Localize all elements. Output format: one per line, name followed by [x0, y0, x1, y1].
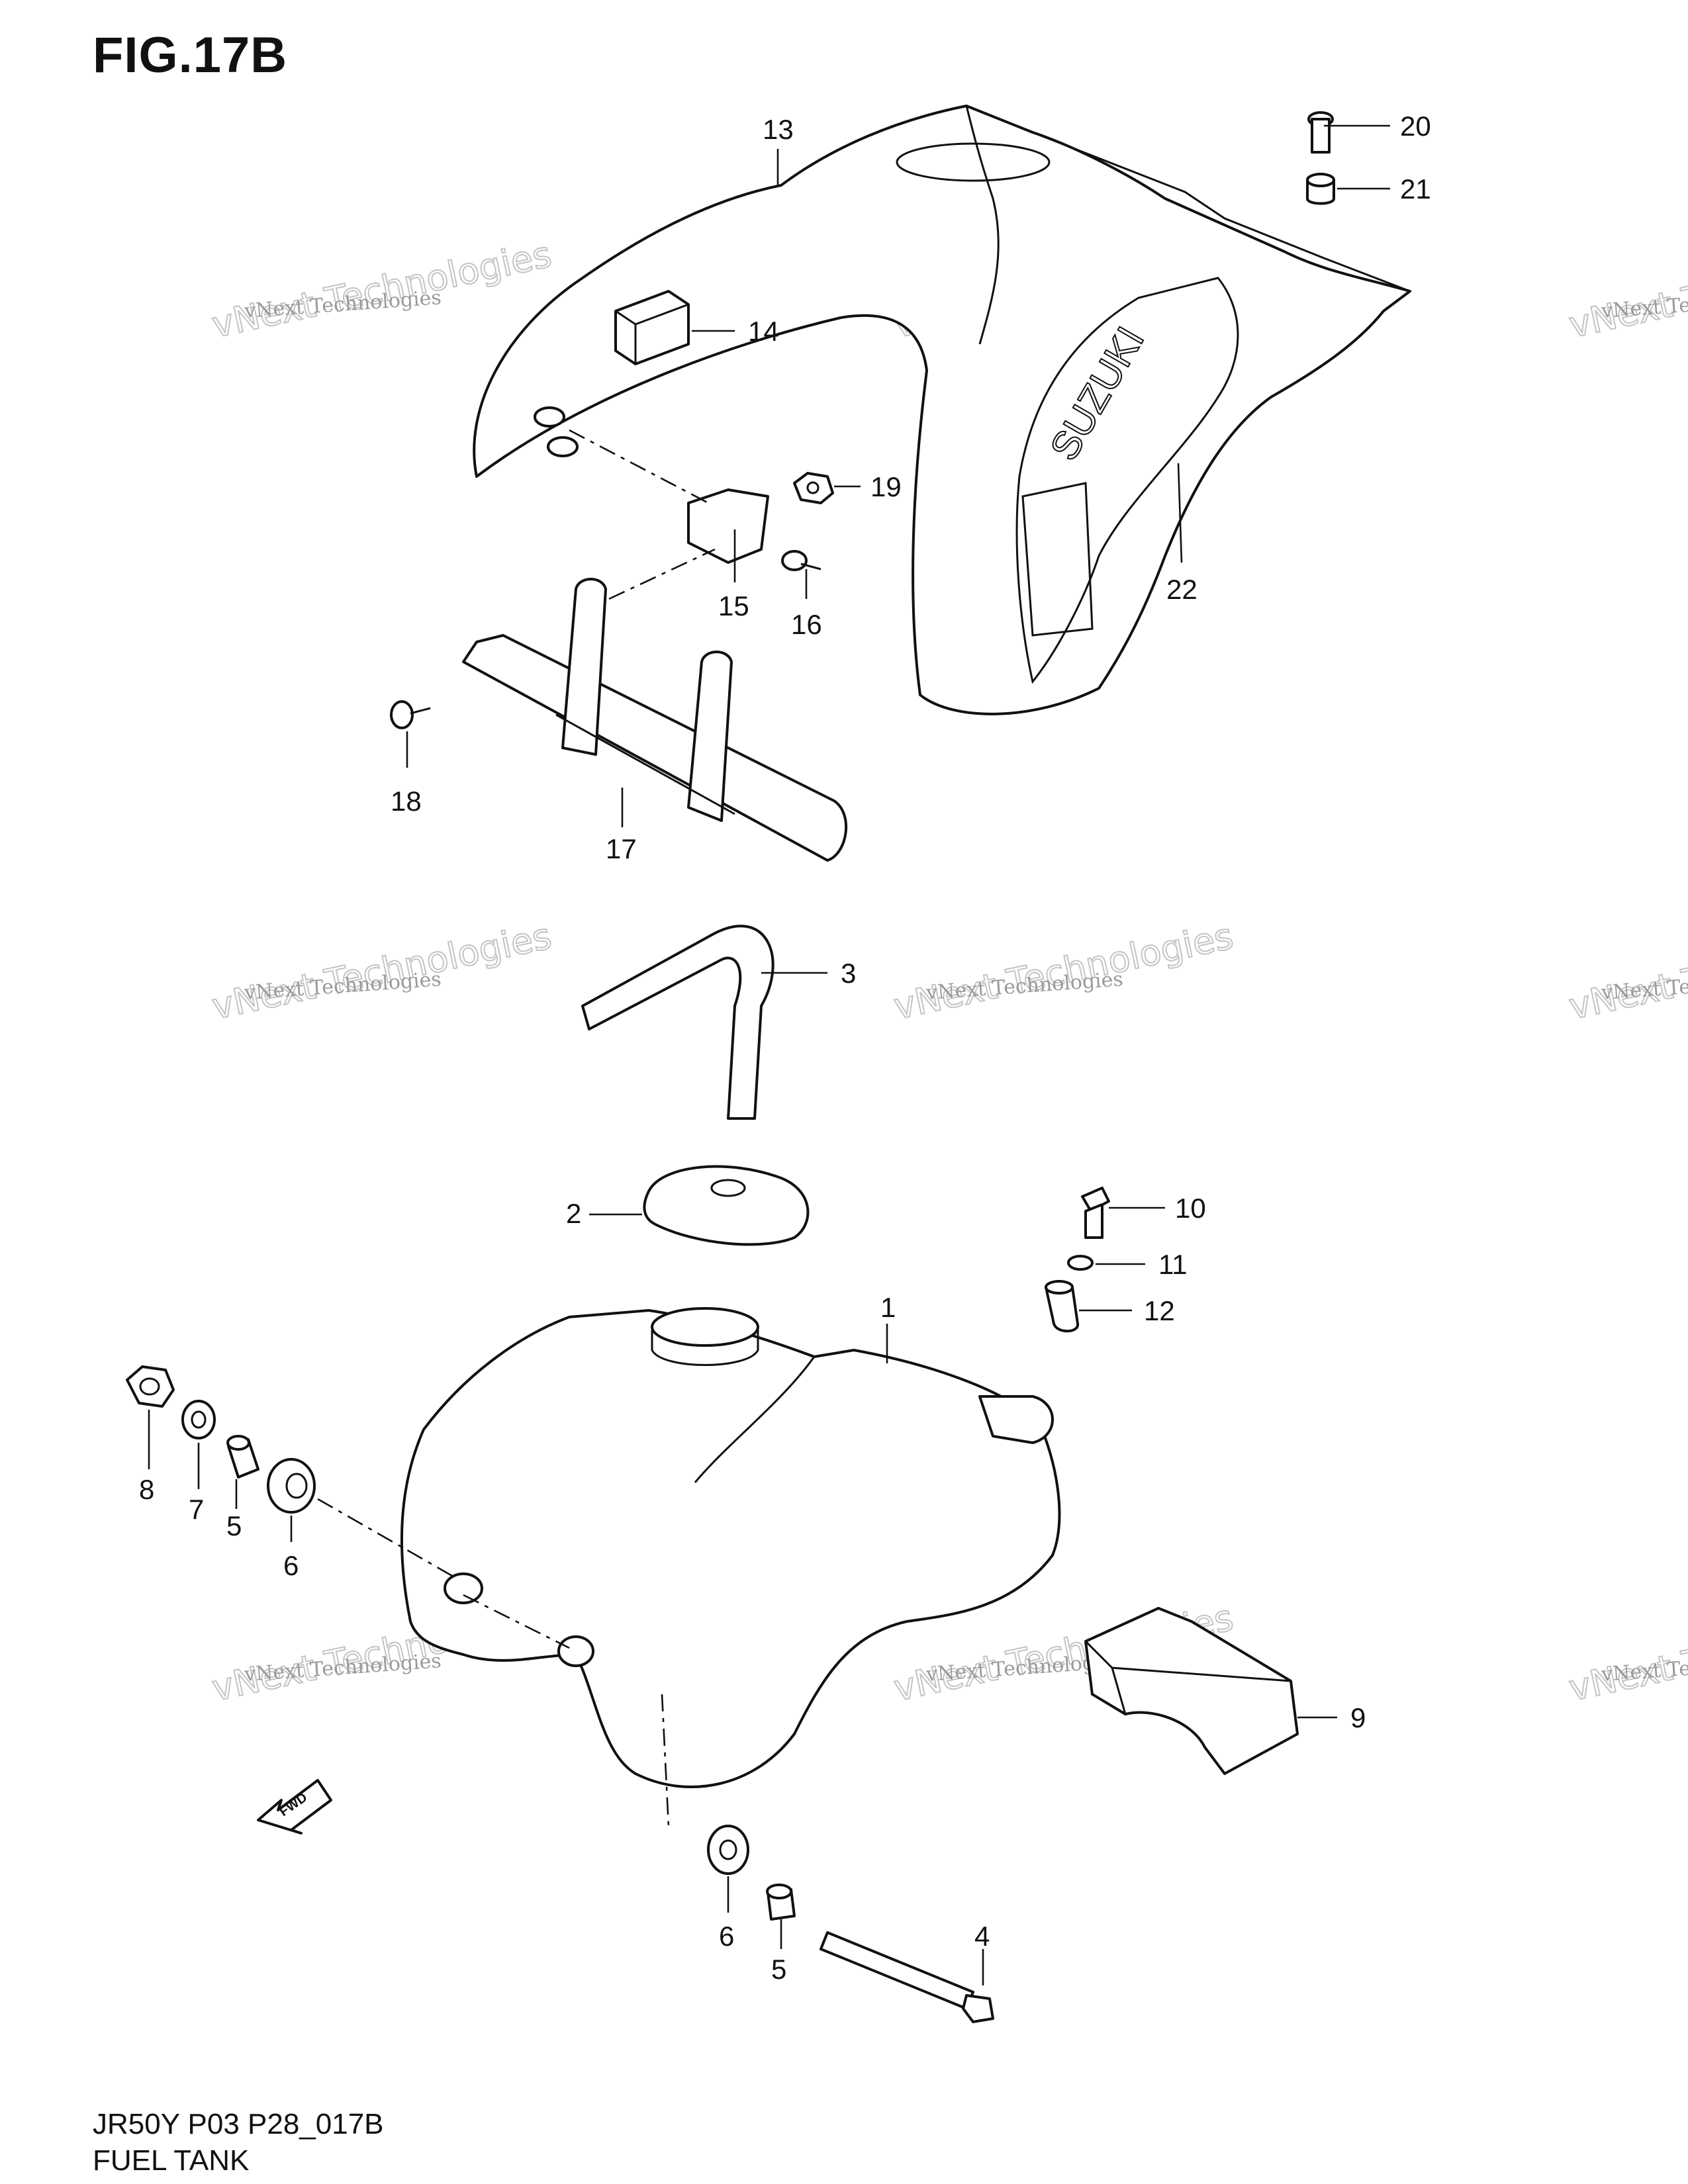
part-17-frame-bracket: [462, 578, 848, 862]
callout-8: 8: [139, 1474, 154, 1505]
callout-22: 22: [1166, 574, 1197, 605]
callout-2: 2: [566, 1198, 581, 1229]
part-15-bracket: [687, 488, 769, 564]
callout-4: 4: [974, 1921, 990, 1952]
alignment-line: [608, 548, 716, 600]
part-11-washer: [1067, 1255, 1094, 1271]
part-2-fuel-cap: [643, 1165, 810, 1246]
callout-7: 7: [189, 1494, 204, 1525]
watermark: vNext Technologies vNext Technologies: [1565, 915, 1688, 1028]
fwd-arrow-icon: FWD: [257, 1779, 332, 1835]
callout-5: 5: [226, 1510, 242, 1541]
callout-18: 18: [391, 786, 422, 817]
alignment-line: [661, 1694, 670, 1827]
watermark: vNext Technologies vNext Technologies: [890, 915, 1238, 1028]
callout-5: 5: [771, 1954, 786, 1985]
callout-19: 19: [870, 471, 902, 502]
callout-15: 15: [718, 590, 749, 621]
part-9-tank-bracket: [1084, 1607, 1299, 1775]
part-10-bolt: [1081, 1187, 1110, 1239]
part-18-screw: [390, 700, 431, 729]
callout-1: 1: [880, 1292, 896, 1323]
part-12-collar: [1045, 1280, 1079, 1333]
part-14-cushion: [614, 290, 690, 365]
callout-20: 20: [1400, 111, 1431, 142]
part-5-collar: [226, 1435, 259, 1479]
callout-11: 11: [1158, 1249, 1188, 1280]
callout-21: 21: [1400, 173, 1431, 205]
callout-12: 12: [1144, 1295, 1175, 1326]
part-19-nut: [793, 472, 834, 504]
part-7-washer: [181, 1400, 216, 1439]
watermark: vNext Technologies vNext Technologies: [208, 915, 556, 1028]
part-4-bolt: [820, 1931, 994, 2023]
watermark: vNext Technologies vNext Technologies: [1565, 233, 1688, 347]
callout-16: 16: [791, 609, 822, 640]
part-3-fuel-hose: [581, 925, 774, 1120]
watermark-outline-text: vNext Technologies: [1566, 1597, 1688, 1709]
part-16-screw: [781, 550, 821, 571]
watermark: vNext Technologies vNext Technologies: [208, 233, 556, 347]
callout-6: 6: [283, 1550, 299, 1581]
alignment-line: [317, 1498, 457, 1580]
callout-14: 14: [748, 316, 779, 347]
part-13-tank-cover: SUZUKI: [473, 105, 1411, 715]
part-6-grommet: [707, 1825, 749, 1875]
part-1-fuel-tank: [400, 1307, 1061, 1788]
alignment-line: [569, 429, 709, 504]
part-21-collar: [1306, 173, 1335, 205]
footer-title: FUEL TANK: [93, 2144, 250, 2177]
callout-6: 6: [719, 1921, 734, 1952]
leader-lines: [148, 124, 1390, 1985]
part-20-bolt: [1307, 111, 1334, 154]
callout-3: 3: [841, 958, 856, 989]
alignment-line: [463, 1594, 570, 1649]
figure-title: FIG.17B: [93, 27, 288, 83]
callout-13: 13: [763, 114, 794, 145]
part-5-collar: [766, 1884, 796, 1921]
footer-code: JR50Y P03 P28_017B: [93, 2108, 384, 2140]
watermark: vNext Technologies vNext Technologies: [1565, 1596, 1688, 1710]
callout-9: 9: [1350, 1702, 1366, 1733]
callout-17: 17: [606, 833, 637, 864]
callout-labels: 13 14 19 15 16 17 18 22 20 21 3 2 10 11 …: [139, 111, 1431, 1985]
callout-10: 10: [1175, 1193, 1206, 1224]
part-6-grommet: [267, 1458, 316, 1514]
part-8-nut: [126, 1365, 175, 1408]
watermark-outline-text: vNext Technologies: [1566, 234, 1688, 346]
watermark-outline-text: vNext Technologies: [1566, 915, 1688, 1028]
